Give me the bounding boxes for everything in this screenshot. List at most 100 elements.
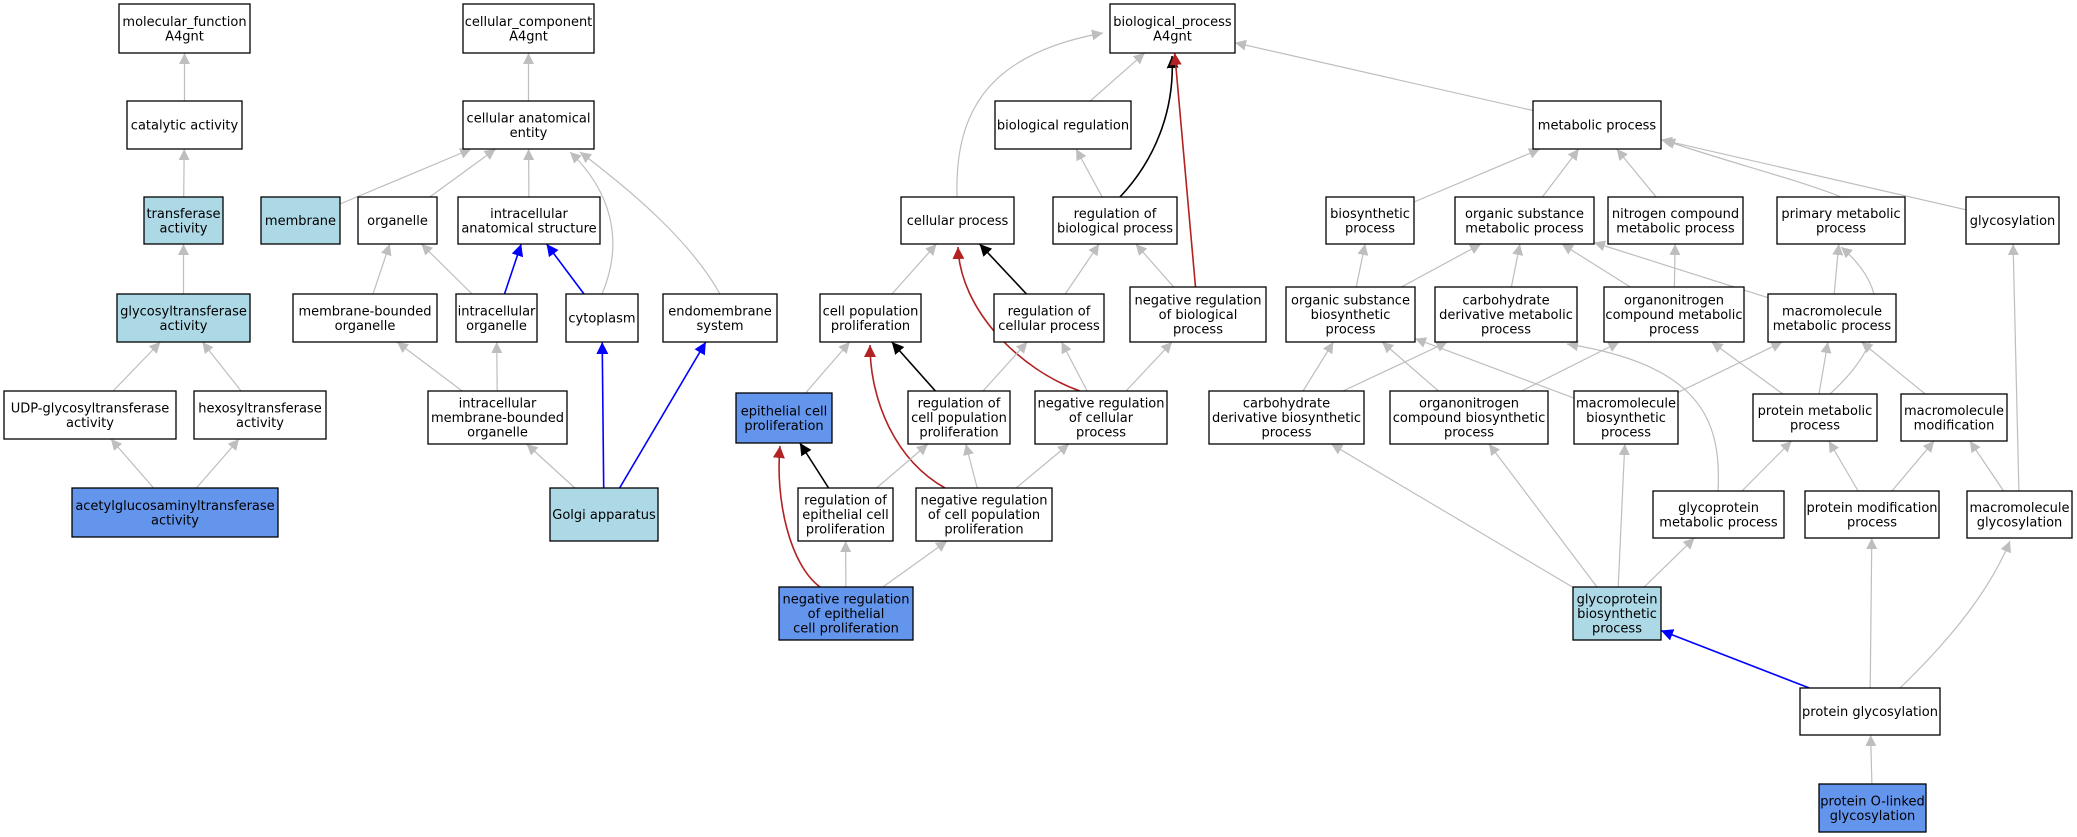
node-label-line: carbohydrate [1462,294,1549,309]
node-label-line: primary metabolic [1781,207,1900,222]
node-box [1818,783,1927,833]
node-catalytic-activity[interactable]: catalytic activity [126,100,243,150]
edge-regulation-of-cellular-process-to-regulation-of-biological-process [1064,243,1100,295]
node-label-line: compound metabolic [1605,308,1742,323]
node-biological-regulation[interactable]: biological regulation [994,100,1132,150]
node-label-line: organic substance [1291,294,1410,309]
edge-biological-regulation-to-biological-process [1089,52,1146,102]
edge-protein-modification-process-to-macromolecule-modification [1891,440,1935,492]
node-label-line: process [1601,426,1651,441]
node-label-line: derivative biosynthetic [1212,411,1361,426]
edge-glycosylation-to-metabolic-process [1660,136,1967,211]
edge-regulation-of-cell-population-proliferation-to-cell-population-proliferation [891,341,936,392]
node-label-line: carbohydrate [1243,397,1330,412]
node-box [1434,286,1578,343]
edge-protein-glycosylation-to-macromolecule-glycosylation [1899,540,2011,689]
node-label-line: regulation of [918,397,1001,412]
node-golgi-apparatus[interactable]: Golgi apparatus [549,487,659,542]
edge-regulation-of-epithelial-cell-proliferation-to-epithelial-cell-proliferation [799,442,830,489]
edge-organonitrogen-compound-metabolic-process-to-organic-substance-metabolic-process [1561,243,1631,288]
node-label-line: process [1262,426,1312,441]
node-label-line: cellular anatomical [467,111,591,126]
node-label-line: organic substance [1465,207,1584,222]
node-box [455,293,538,343]
node-box [1454,196,1595,245]
edge-macromolecule-biosynthetic-process-to-organic-substance-biosynthetic-process [1414,337,1575,399]
edge-cytoplasm-to-intracellular-anatomical-structure [545,243,585,295]
node-cytoplasm[interactable]: cytoplasm [565,293,639,343]
node-metabolic-process[interactable]: metabolic process [1532,100,1662,150]
node-organelle[interactable]: organelle [357,196,438,245]
node-label-line: biosynthetic [1577,607,1657,622]
node-label-line: negative regulation [782,593,909,608]
node-label-line: A4gnt [165,29,204,44]
node-label-line: transferase [146,207,220,222]
node-membrane[interactable]: membrane [260,196,341,245]
edge-negative-regulation-of-cell-population-proliferation-to-negative-regulation-of-cellular-process [1015,443,1070,489]
node-label-line: catalytic activity [131,119,239,134]
node-label-line: cell population [911,411,1007,426]
edge-negative-regulation-of-epithelial-cell-proliferation-to-negative-regulation-of-cell-population-proliferation [882,540,948,588]
node-box [357,196,438,245]
node-protein-glycosylation[interactable]: protein glycosylation [1799,687,1941,736]
edge-macromolecule-modification-to-macromolecule-metabolic-process [1861,341,1926,395]
node-label-line: protein glycosylation [1802,705,1938,720]
node-box [143,196,224,245]
edge-macromolecule-glycosylation-to-macromolecule-modification [1969,440,2005,492]
node-cellular-process[interactable]: cellular process [900,196,1015,245]
node-glycosylation[interactable]: glycosylation [1965,196,2060,245]
node-label-line: regulation of [1008,304,1091,319]
node-box [1966,490,2073,539]
node-box [1607,196,1744,245]
edge-cell-population-proliferation-to-cellular-process [891,243,937,295]
node-label-line: membrane [265,214,336,229]
node-label-line: proliferation [944,523,1023,538]
node-label-line: of epithelial [808,607,885,622]
node-label-line: of cellular [1069,411,1134,426]
edge-nitrogen-compound-metabolic-process-to-metabolic-process [1616,148,1657,198]
node-box [457,196,601,245]
